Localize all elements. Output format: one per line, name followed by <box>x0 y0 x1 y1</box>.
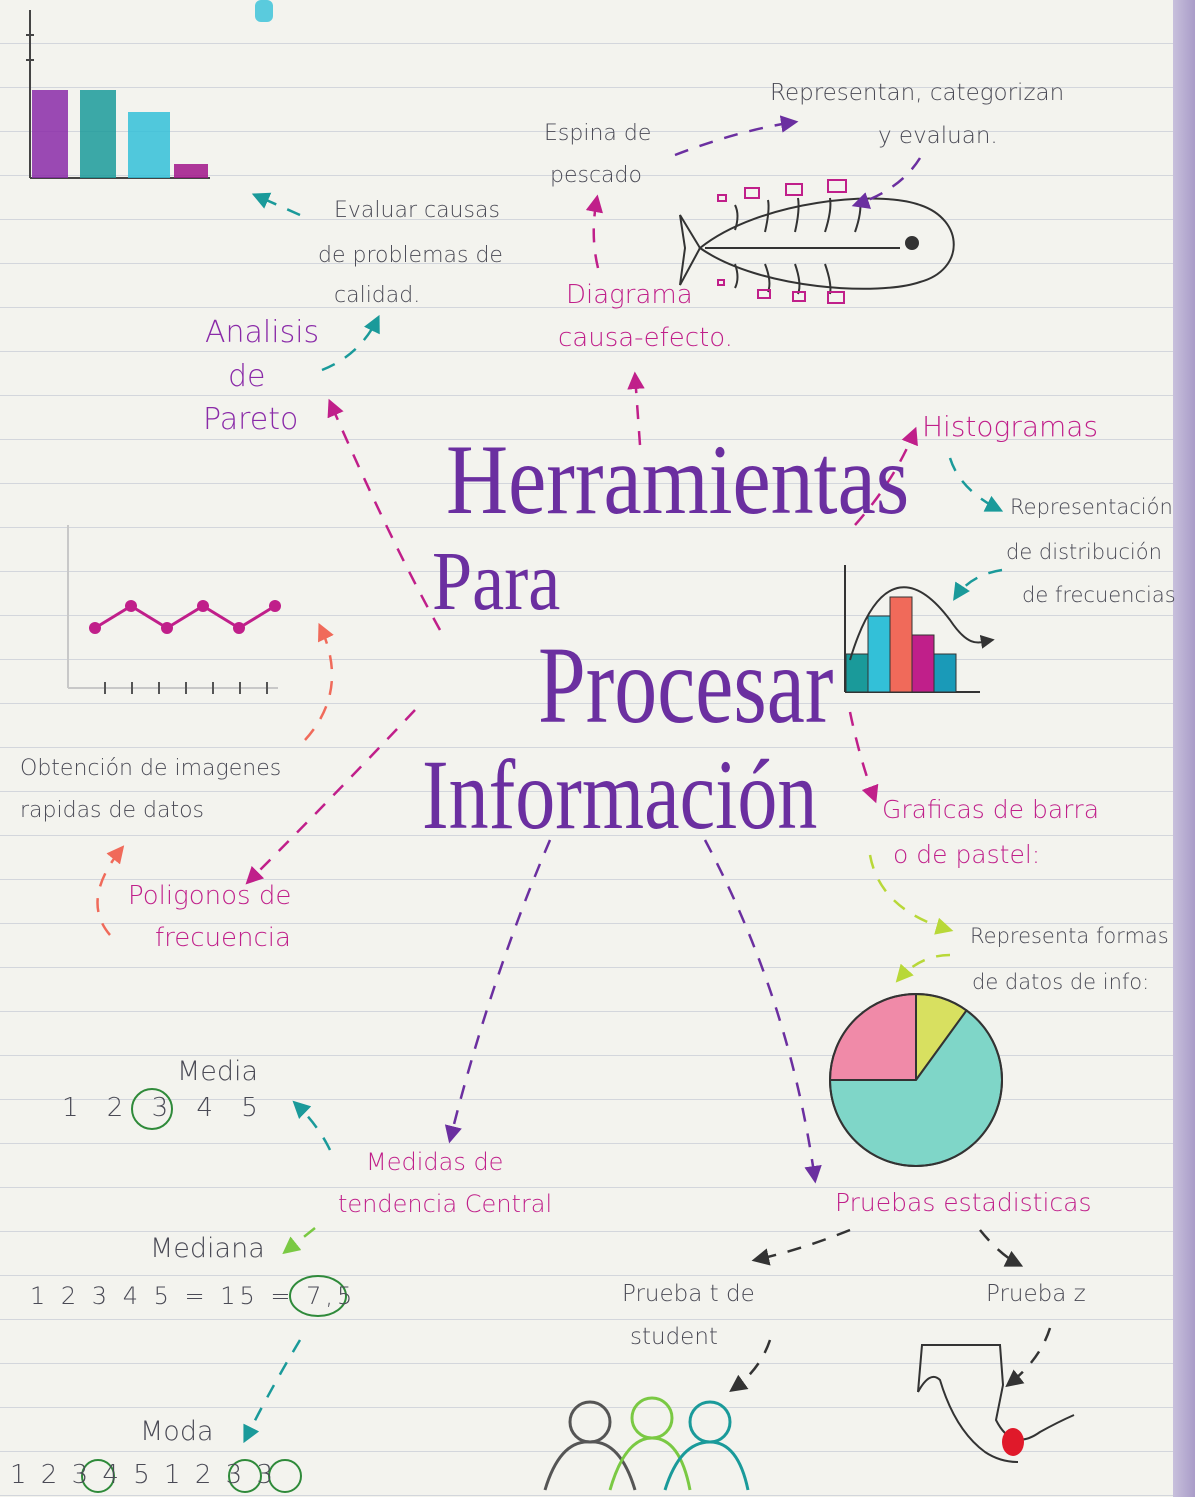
circles <box>81 1088 347 1493</box>
polygon-point <box>161 622 173 634</box>
title-line-2: Para <box>432 535 561 628</box>
fish-eye <box>905 236 919 250</box>
pareto-bar <box>80 90 116 178</box>
marker-smudge <box>255 0 273 22</box>
polygon-point <box>89 622 101 634</box>
t-test-label-1: Prueba t de <box>622 1281 755 1307</box>
pareto-bar <box>32 90 68 178</box>
central-title-1: Medidas de <box>366 1148 504 1176</box>
histogram-note-2: de distribución <box>1006 540 1162 564</box>
fishbone-drawing <box>679 197 955 295</box>
arrow-to-polygons <box>245 709 416 885</box>
pareto-title-3: Pareto <box>203 402 299 437</box>
polygon-point <box>125 600 137 612</box>
title-line-3: Procesar <box>538 624 834 746</box>
pareto-note-1: Evaluar causas <box>334 198 500 223</box>
polygon-chart <box>67 525 281 694</box>
histogram-note-3: de frecuencias <box>1022 583 1176 607</box>
pareto-note-3: calidad. <box>334 283 421 308</box>
z-test-label: Prueba z <box>986 1281 1086 1307</box>
fishbone-note-1: Representan, categorizan <box>770 80 1065 106</box>
arrow-to-histogram <box>854 426 918 526</box>
z-test-drawing <box>917 1344 1075 1463</box>
polygons-title-2: frecuencia <box>155 923 291 953</box>
tests-title: Pruebas estadisticas <box>835 1188 1092 1217</box>
arrow-to-central <box>444 839 552 1144</box>
polygon-point <box>233 622 245 634</box>
title-line-4: Información <box>422 739 818 850</box>
polygon-point <box>269 600 281 612</box>
median-sequence: 1 2 3 4 5 = 15 = 7,5 <box>30 1282 357 1310</box>
histogram-curve <box>849 586 995 661</box>
fishbone-boxes <box>717 179 847 304</box>
pareto-note-2: de problemas de <box>318 243 503 268</box>
histogram-note-1: Representación <box>1010 495 1173 519</box>
fish-tail <box>679 214 702 286</box>
bar-pie-note-2: de datos de info: <box>972 970 1150 994</box>
histogram-bar <box>867 615 891 693</box>
pie-slice <box>828 992 917 1081</box>
t-test-label-2: student <box>630 1324 718 1350</box>
fishbone-alias-2: pescado <box>550 163 642 188</box>
cause-effect-title-2: causa-efecto. <box>558 323 733 353</box>
fishbone-alias-1: Espina de <box>544 121 652 146</box>
pareto-title-1: Analisis <box>205 315 320 350</box>
histogram-bar <box>933 653 957 693</box>
histogram-chart <box>844 565 995 693</box>
pareto-bar <box>174 164 208 178</box>
page-edge <box>1173 0 1195 1497</box>
people-drawing <box>543 1396 750 1491</box>
mean-label: Media <box>177 1056 259 1087</box>
polygon-line <box>94 604 276 630</box>
polygon-point <box>197 600 209 612</box>
bar-pie-title-2: o de pastel: <box>893 840 1041 869</box>
arrow-to-pareto <box>327 398 442 631</box>
connectors <box>96 115 1052 1444</box>
mode-sequence: 1 2 3 4 5 1 2 3 3 <box>10 1460 276 1490</box>
mode-label: Moda <box>140 1416 214 1447</box>
title-line-1: Herramientas <box>446 424 910 535</box>
cause-effect-title-1: Diagrama <box>566 280 693 310</box>
bar-pie-note-1: Representa formas <box>970 924 1169 948</box>
polygons-note-1: Obtención de imagenes <box>20 756 282 781</box>
median-label: Mediana <box>150 1233 265 1264</box>
histogram-bar <box>911 634 935 693</box>
polygons-title-1: Poligonos de <box>128 881 292 911</box>
histogram-title: Histogramas <box>922 410 1099 443</box>
polygons-note-2: rapidas de datos <box>20 798 204 823</box>
arrow-to-cause-effect <box>627 371 645 446</box>
mean-sequence: 1 2 3 4 5 <box>62 1093 268 1123</box>
pareto-bar <box>128 112 170 178</box>
arrow-to-bar-pie <box>848 711 879 804</box>
bar-pie-title-1: Graficas de barra <box>882 795 1100 824</box>
z-test-highlight <box>1002 1428 1024 1456</box>
pareto-chart <box>26 0 273 179</box>
pareto-title-2: de <box>228 359 266 394</box>
fish-body <box>698 197 955 290</box>
arrow-to-tests <box>703 839 822 1184</box>
central-title-2: tendencia Central <box>338 1190 553 1218</box>
histogram-bar <box>889 596 913 693</box>
fishbone-note-2: y evaluan. <box>878 123 998 149</box>
pie-chart <box>828 992 1003 1167</box>
